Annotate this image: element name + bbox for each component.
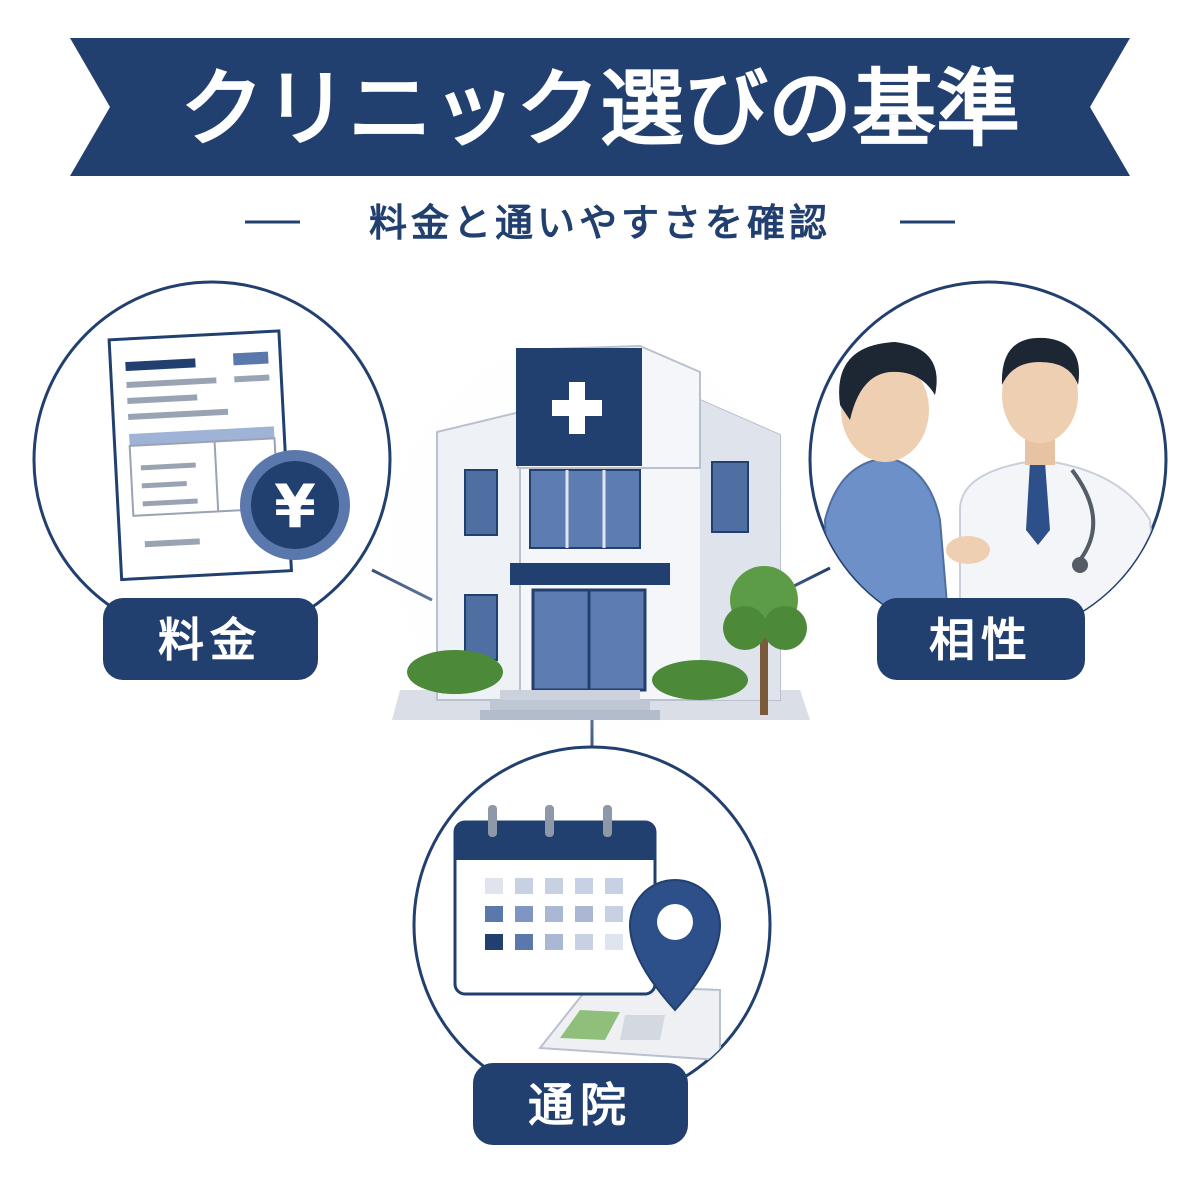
label-pill-commute (473, 1063, 688, 1145)
subtitle: 料金と通いやすさを確認 (369, 201, 831, 245)
criterion-compatibility: 相性 (808, 280, 1168, 680)
label-price: 料金 (158, 613, 262, 667)
criterion-price: ¥ 料金 (32, 280, 392, 680)
label-pill-compatibility (877, 598, 1085, 680)
title-banner: クリニック選びの基準 (70, 38, 1130, 176)
calendar-location-icon (453, 805, 722, 1062)
label-commute: 通院 (528, 1078, 632, 1132)
label-pill-price (103, 598, 318, 680)
calendar-grid (485, 878, 623, 950)
page-title: クリニック選びの基準 (180, 60, 1020, 158)
subtitle-block: 料金と通いやすさを確認 (245, 201, 955, 245)
price-document-yen-icon: ¥ (107, 329, 350, 582)
criterion-commute: 通院 (412, 745, 772, 1145)
clinic-building-icon (350, 300, 830, 780)
label-compatibility: 相性 (929, 613, 1033, 667)
yen-symbol: ¥ (274, 472, 316, 542)
